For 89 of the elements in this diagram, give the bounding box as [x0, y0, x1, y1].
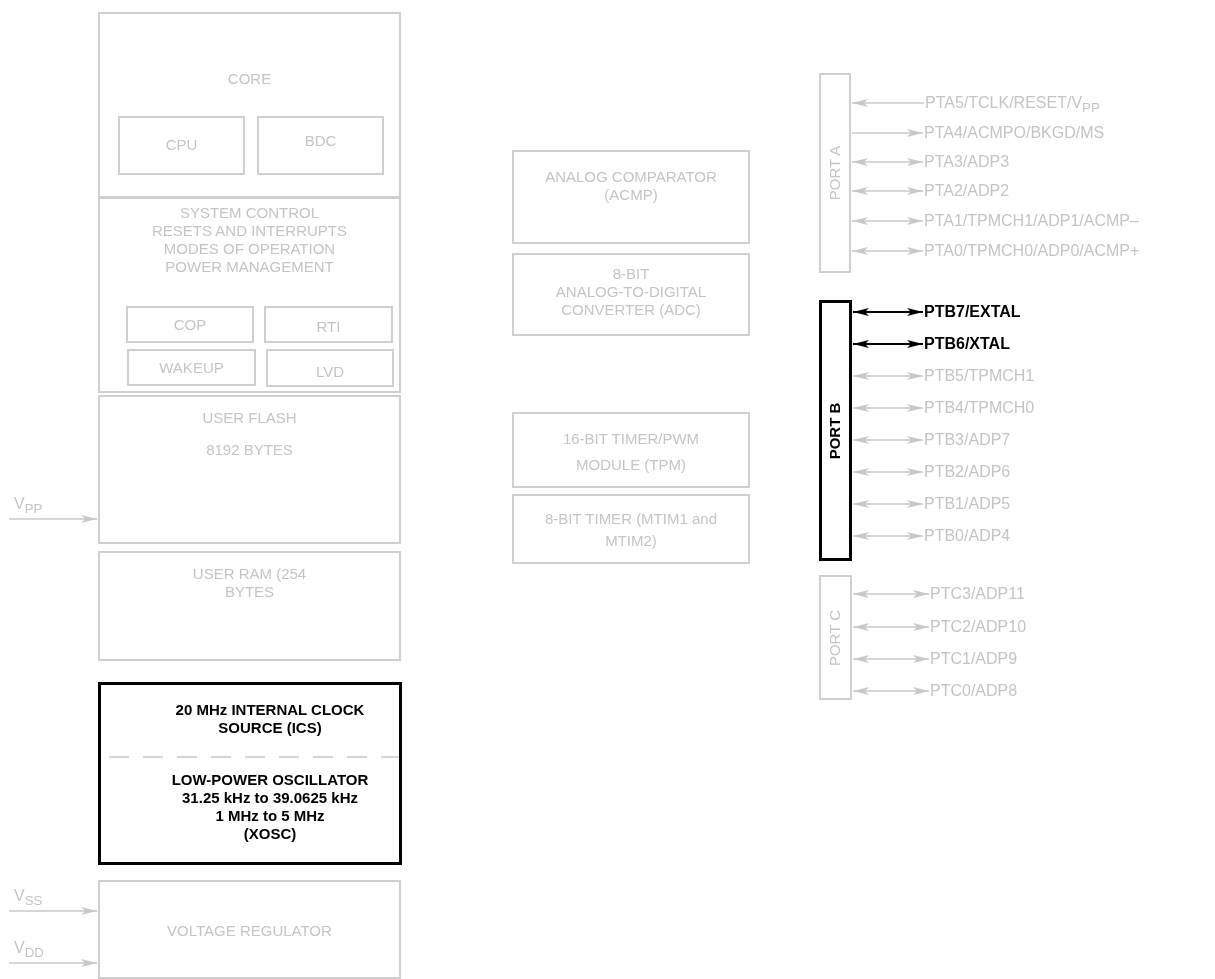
block-label: LOW-POWER OSCILLATOR — [170, 771, 370, 789]
block-box — [512, 494, 750, 564]
arrow — [852, 687, 930, 695]
pin-label: PTA4/ACMPO/BKGD/MS — [924, 124, 1105, 141]
block-label: 31.25 kHz to 39.0625 kHz — [181, 789, 359, 807]
port-label: PORT B — [826, 402, 845, 459]
block-label: COP — [172, 316, 208, 334]
pin-label: PTB2/ADP6 — [924, 463, 1011, 480]
block-label: VOLTAGE REGULATOR — [166, 922, 333, 940]
pin-label: PTA2/ADP2 — [924, 182, 1010, 199]
block-box — [127, 349, 256, 386]
block-label: CPU — [164, 136, 199, 154]
block-box — [98, 682, 402, 865]
arrow — [852, 372, 924, 380]
block-label: WAKEUP — [158, 359, 225, 377]
pin-label: PTB5/TPMCH1 — [924, 367, 1035, 384]
block-box — [98, 12, 401, 198]
block-box — [98, 197, 401, 393]
arrow — [851, 158, 924, 166]
port-label: PORT A — [826, 145, 844, 201]
arrow — [8, 907, 98, 915]
block-label: CORE — [226, 70, 273, 88]
pin-label: PTA0/TPMCH0/ADP0/ACMP+ — [924, 242, 1140, 259]
block-label: BDC — [303, 132, 338, 150]
block-label: ANALOG COMPARATOR (ACMP) — [544, 168, 718, 204]
pin-label: PTC1/ADP9 — [930, 650, 1018, 667]
arrow — [852, 500, 924, 508]
block-label: RESETS AND INTERRUPTS — [151, 222, 348, 240]
block-box — [264, 306, 393, 343]
pin-label: PTB1/ADP5 — [924, 495, 1011, 512]
arrow — [851, 217, 924, 225]
pin-label: PTC2/ADP10 — [930, 618, 1027, 635]
port-box — [819, 300, 852, 561]
block-label: 1 MHz to 5 MHz — [214, 807, 326, 825]
block-label: SYSTEM CONTROL — [178, 204, 321, 222]
block-label: 8-BIT TIMER (MTIM1 and MTIM2) — [544, 509, 718, 551]
arrow — [851, 247, 924, 255]
arrow — [852, 655, 930, 663]
block-box — [126, 306, 254, 343]
pin-label: PTA3/ADP3 — [924, 153, 1010, 170]
pin-label: PTB4/TPMCH0 — [924, 399, 1035, 416]
arrow — [852, 532, 924, 540]
block-label: MODES OF OPERATION — [162, 240, 337, 258]
pin-label: PTB3/ADP7 — [924, 431, 1011, 448]
arrow — [852, 436, 924, 444]
arrow — [852, 340, 924, 348]
pin-label: PTB0/ADP4 — [924, 527, 1011, 544]
block-label: ANALOG-TO-DIGITAL CONVERTER (ADC) — [554, 283, 708, 319]
block-label: LVD — [314, 363, 346, 381]
block-box — [512, 412, 750, 488]
port-box — [819, 575, 852, 700]
block-box — [98, 551, 401, 661]
port-label: PORT C — [826, 609, 845, 666]
block-label: USER RAM (254 BYTES — [191, 565, 308, 601]
block-label: POWER MANAGEMENT — [164, 258, 335, 276]
arrow — [852, 404, 924, 412]
arrow — [851, 187, 924, 195]
pin-label: V$_{DD}$ — [13, 938, 45, 963]
pin-label: PTA5/TCLK/RESET/V$_{PP}$ — [925, 94, 1100, 111]
block-box — [118, 116, 245, 175]
pin-label: PTB7/EXTAL — [924, 303, 1021, 320]
pin-label: PTC0/ADP8 — [930, 682, 1018, 699]
arrow — [8, 959, 98, 967]
pin-label: V$_{SS}$ — [13, 886, 44, 911]
block-label: 8192 BYTES — [205, 441, 294, 459]
arrow — [852, 468, 924, 476]
pin-label: PTA1/TPMCH1/ADP1/ACMP– — [924, 212, 1139, 229]
arrow — [851, 129, 924, 137]
arrow — [851, 99, 925, 107]
arrow — [852, 590, 930, 598]
arrow — [8, 515, 98, 523]
pin-label: V$_{PP}$ — [13, 494, 44, 519]
block-box — [512, 150, 750, 244]
block-label: 8-BIT — [611, 265, 651, 283]
pin-label: PTC3/ADP11 — [930, 585, 1025, 602]
block-box — [257, 116, 384, 175]
block-label: 16-BIT TIMER/PWM MODULE (TPM) — [561, 429, 701, 475]
block-box — [512, 253, 750, 336]
block-box — [98, 395, 401, 544]
arrow — [852, 308, 924, 316]
block-label: (XOSC) — [242, 825, 298, 843]
block-box — [266, 349, 394, 387]
port-box — [819, 73, 851, 273]
block-label: USER FLASH — [201, 409, 298, 427]
block-label: RTI — [315, 318, 342, 336]
arrow — [852, 623, 930, 631]
block-box — [98, 880, 401, 979]
pin-label: PTB6/XTAL — [924, 335, 1010, 352]
block-label: 20 MHz INTERNAL CLOCK SOURCE (ICS) — [174, 701, 366, 737]
